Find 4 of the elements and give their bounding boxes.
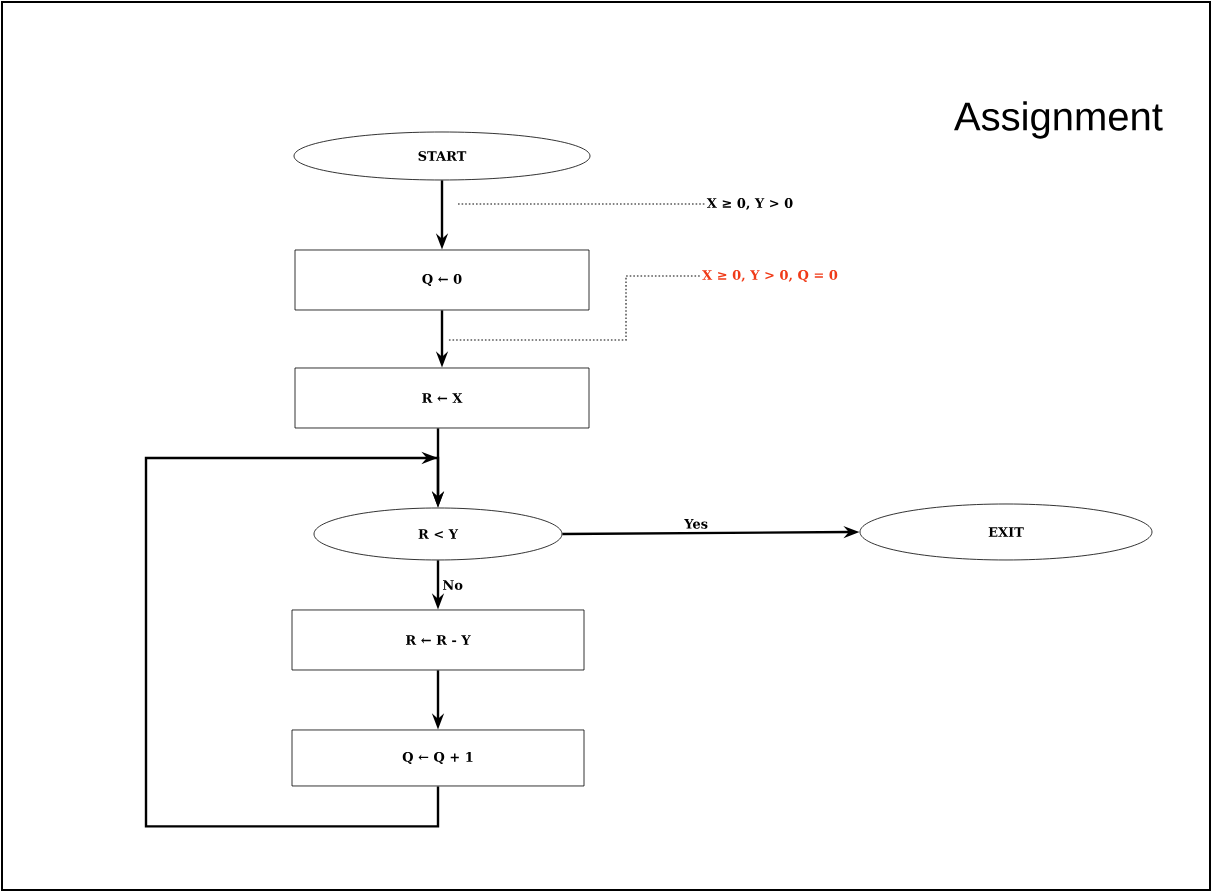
title: Assignment — [954, 101, 1163, 139]
leader-line — [455, 203, 706, 205]
arrow — [144, 451, 445, 828]
leader-line — [447, 275, 701, 341]
